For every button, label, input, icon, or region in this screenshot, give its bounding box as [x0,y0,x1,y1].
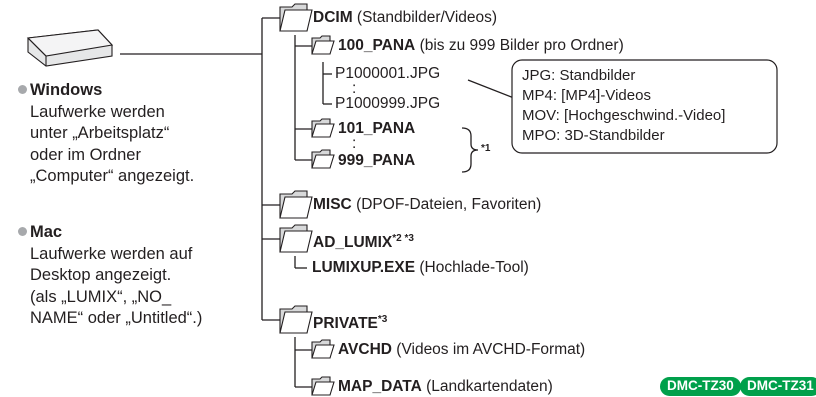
windows-line: „Computer“ angezeigt. [30,167,195,185]
folder-mapdata: MAP_DATA (Landkartendaten) [338,378,553,396]
mac-line: (als „LUMIX“, „NO_ [30,287,172,306]
folder-private: PRIVATE*3 [313,311,387,333]
folder-name: AVCHD [338,341,392,358]
file-desc: (Hochlade-Tool) [419,259,529,276]
badge-model: DMC-TZ31 [740,377,816,396]
folder-desc: (DPOF-Dateien, Favoriten) [356,196,542,213]
folder-icon-avchd [311,339,335,359]
folder-name: DCIM [313,9,353,26]
folder-name: 100_PANA [338,37,416,54]
folder-icon-mapdata [311,376,335,396]
folder-name: MISC [313,196,352,213]
folder-note: *2 *3 [392,233,414,244]
folder-name: AD_LUMIX [313,234,393,251]
footnote-1: *1 [481,143,491,154]
mac-section: Mac Laufwerke werden auf Desktop angezei… [18,222,202,330]
windows-line: unter „Arbeitsplatz“ [30,124,170,142]
folder-icon-dcim [279,3,313,32]
bullet-icon [18,227,27,236]
callout-text: JPG: Standbilder MP4: [MP4]-Videos MOV: … [522,66,725,146]
folder-icon-misc [279,190,313,219]
folder-name: PRIVATE [313,315,378,332]
file-name: LUMIXUP.EXE [312,259,416,276]
folder-999pana: 999_PANA [338,152,416,169]
windows-section: Windows Laufwerke werden unter „Arbeitsp… [18,80,194,188]
folder-desc: (Landkartendaten) [426,378,553,395]
bullet-icon [18,85,27,94]
file-first: P1000001.JPG [335,65,441,82]
folder-name: MAP_DATA [338,378,422,395]
folder-avchd: AVCHD (Videos im AVCHD-Format) [338,341,585,359]
file-lumixup: LUMIXUP.EXE (Hochlade-Tool) [312,259,529,277]
callout-line: JPG: Standbilder [522,67,636,84]
callout-line: MPO: 3D-Standbilder [522,127,665,144]
windows-line: Laufwerke werden [30,102,165,121]
mac-line: NAME“ oder „Untitled“.) [30,309,203,327]
folder-adlumix: AD_LUMIX*2 *3 [313,230,414,252]
folder-icon-999pana [311,149,335,169]
folder-icon-adlumix [279,224,313,253]
folder-icon-100pana [311,35,335,55]
file-dots: : [352,80,357,97]
folder-desc: (Videos im AVCHD-Format) [396,341,586,358]
folder-dots: : [352,135,357,152]
folder-desc: (Standbilder/Videos) [356,9,498,26]
callout-line: MOV: [Hochgeschwind.-Video] [522,107,726,124]
callout-line: MP4: [MP4]-Videos [522,87,651,104]
folder-desc: (bis zu 999 Bilder pro Ordner) [419,37,624,54]
folder-icon-101pana [311,118,335,138]
mac-title: Mac [30,223,63,241]
folder-100pana: 100_PANA (bis zu 999 Bilder pro Ordner) [338,37,624,55]
folder-note: *3 [377,314,388,325]
drive-icon [26,29,114,67]
mac-line: Desktop angezeigt. [30,266,172,284]
folder-101pana: 101_PANA [338,120,416,137]
windows-line: oder im Ordner [30,145,141,164]
windows-title: Windows [30,81,103,99]
folder-dcim: DCIM (Standbilder/Videos) [313,9,497,27]
folder-icon-private [279,305,313,334]
badge-model: DMC-TZ30 [660,377,741,396]
mac-line: Laufwerke werden auf [30,244,193,263]
folder-misc: MISC (DPOF-Dateien, Favoriten) [313,196,541,214]
callout-box [511,59,778,154]
file-last: P1000999.JPG [335,95,441,112]
